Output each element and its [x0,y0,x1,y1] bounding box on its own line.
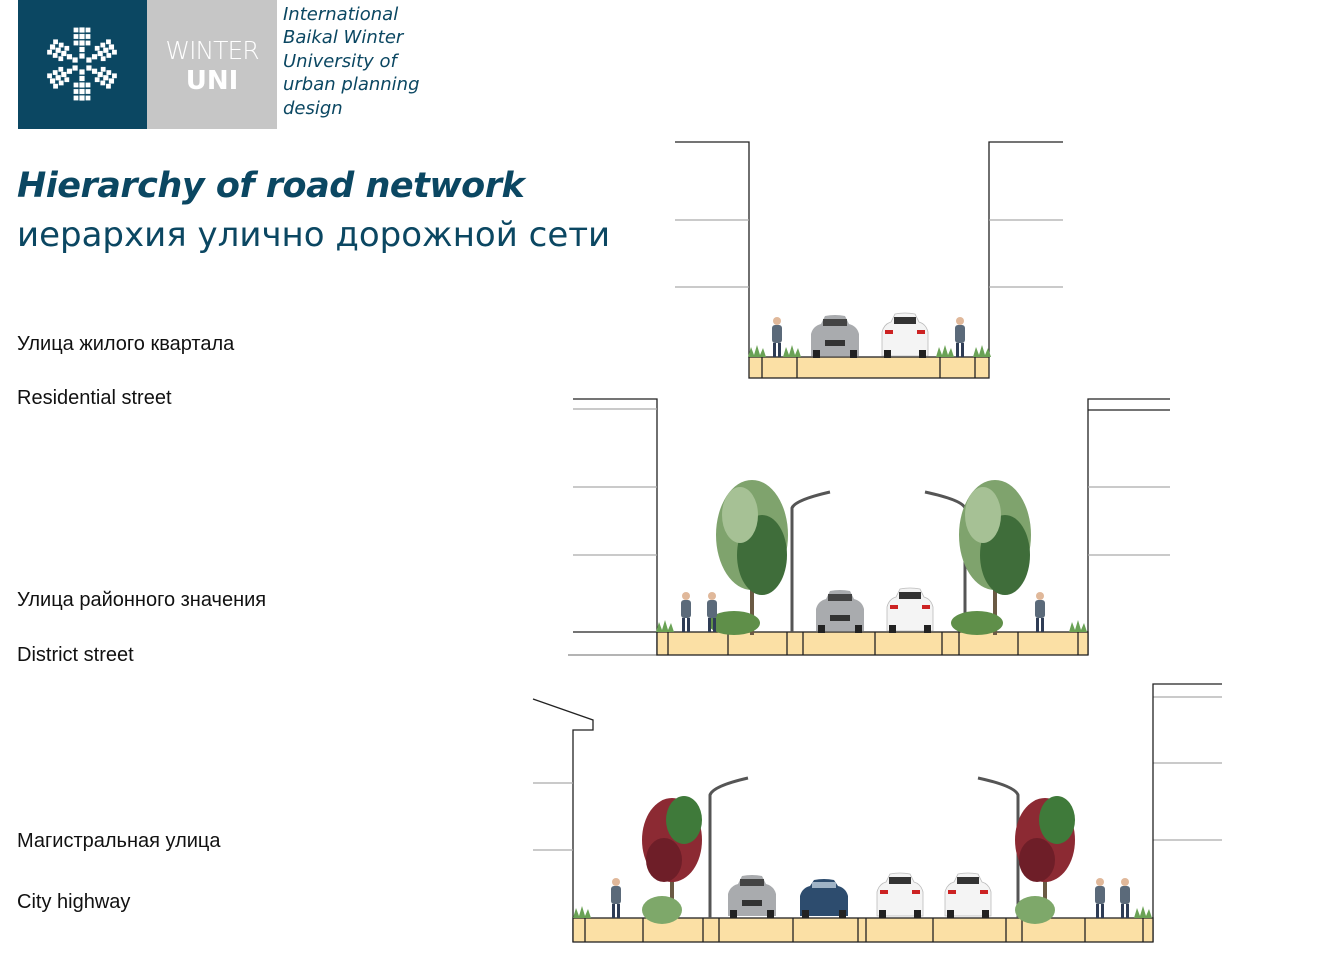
section-label-en: Residential street [17,387,172,409]
organization-name: International Baikal Winter University o… [283,3,420,120]
section-label-ru: Магистральная улица [17,830,221,852]
snowflake-icon [47,27,117,101]
org-line: urban planning [283,74,420,96]
logo-word-uni: UNI [185,66,239,96]
logo-mark [18,0,147,129]
section-residential [675,141,1063,379]
org-line: University of [283,50,397,72]
section-label-en: District street [17,644,134,666]
org-line: Baikal Winter [283,27,404,49]
page-subtitle: иерархия улично дорожной сети [17,215,611,255]
district-elements [656,480,1087,635]
logo-wordmark: WINTER UNI [147,0,277,129]
page-title: Hierarchy of road network [17,166,525,206]
logo-word-winter: WINTER [165,36,259,65]
section-label-en: City highway [17,891,131,913]
residential-elements [748,312,991,359]
org-line: design [283,97,343,119]
highway-elements [573,796,1152,924]
section-label-ru: Улица жилого квартала [17,333,235,355]
section-label-ru: Улица районного значения [17,589,267,611]
section-district [568,398,1170,656]
org-line: International [283,4,399,25]
